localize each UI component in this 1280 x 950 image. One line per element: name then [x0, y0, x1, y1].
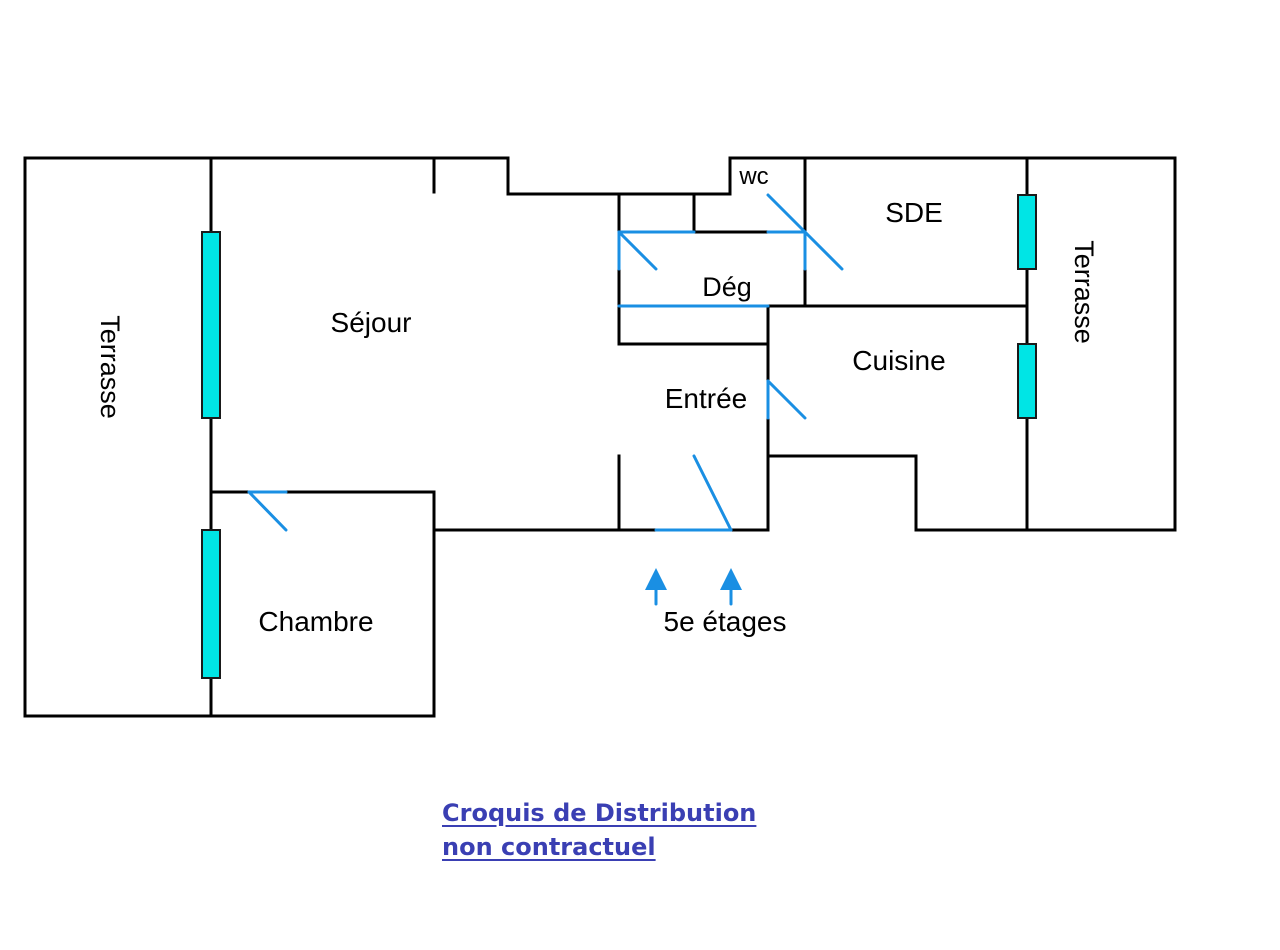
wall-cuisine-bottom: [766, 454, 1029, 532]
label-terrasse-right: Terrasse: [1069, 240, 1099, 344]
label-entree: Entrée: [665, 383, 748, 414]
label-deg: Dég: [702, 272, 752, 302]
door-deg-left: [617, 230, 696, 271]
window-chambre: [201, 529, 221, 679]
window-cuisine: [1017, 343, 1037, 419]
door-sde: [803, 230, 844, 271]
wall-chambre: [209, 490, 436, 718]
wall-sejour-top: [209, 156, 807, 196]
label-sejour: Séjour: [331, 307, 412, 338]
label-sde: SDE: [885, 197, 943, 228]
walls: [23, 156, 1177, 718]
wall-terrasse-right: [1025, 156, 1177, 532]
window-sejour: [201, 231, 221, 419]
label-terrasse-left: Terrasse: [95, 315, 125, 419]
arrow-up-icon: [645, 568, 667, 606]
label-wc: wc: [738, 163, 768, 190]
access-arrows: [645, 568, 742, 606]
caption-line-2[interactable]: non contractuel: [442, 833, 656, 861]
label-cuisine: Cuisine: [852, 345, 945, 376]
windows: [201, 194, 1037, 679]
door-cuisine: [766, 379, 807, 420]
arrow-up-icon: [720, 568, 742, 606]
caption: Croquis de Distribution non contractuel: [442, 796, 756, 864]
wall-terrasse-left: [23, 156, 213, 718]
caption-line-1[interactable]: Croquis de Distribution: [442, 799, 757, 827]
doors: [247, 193, 844, 532]
door-chambre: [247, 490, 288, 532]
door-entree: [654, 454, 733, 532]
window-sde: [1017, 194, 1037, 270]
door-wc: [766, 193, 807, 234]
label-access: 5e étages: [664, 606, 787, 637]
label-chambre: Chambre: [258, 606, 373, 637]
room-labels: Terrasse Séjour Chambre wc Dég Entrée SD…: [95, 163, 1099, 637]
